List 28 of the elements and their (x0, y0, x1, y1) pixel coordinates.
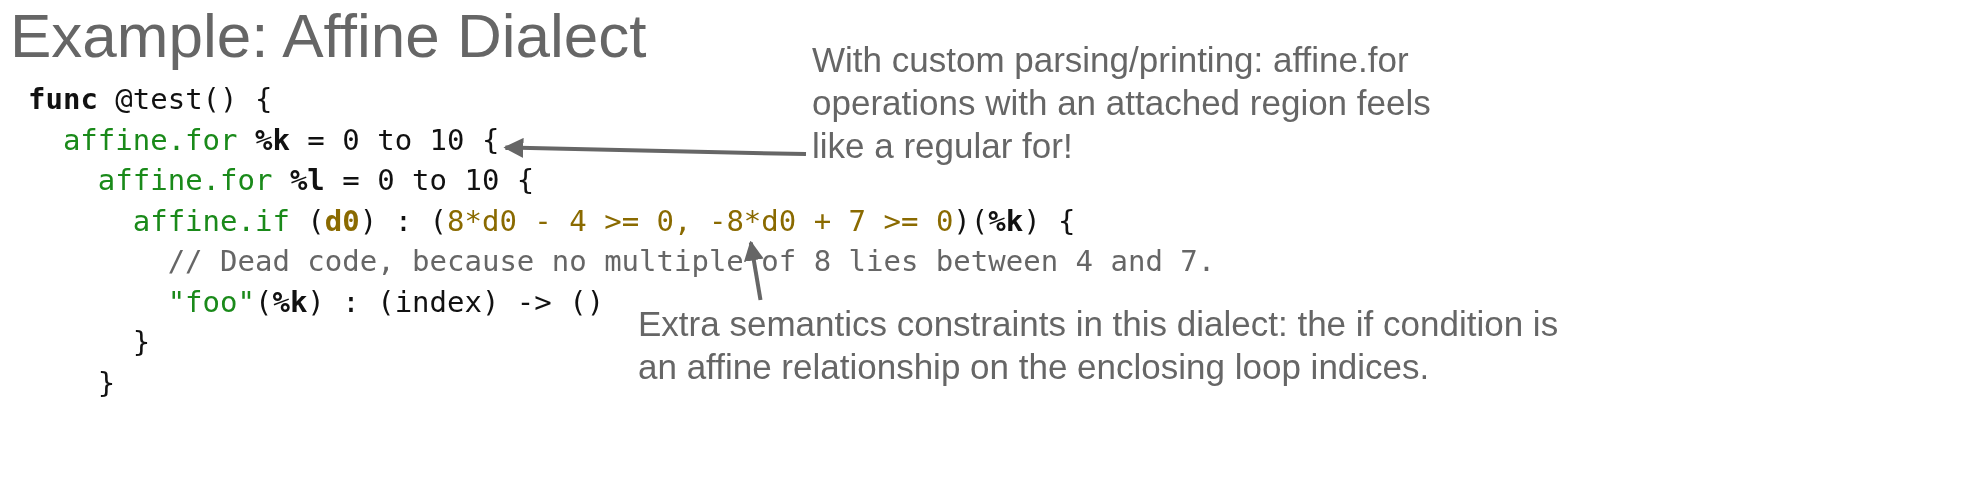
code-token: ) : (index) -> () (307, 283, 605, 321)
slide-title: Example: Affine Dialect (10, 0, 647, 71)
code-token: ) { (1023, 202, 1076, 240)
code-token: affine.for (62, 121, 238, 159)
code-token: = 0 to 10 { (307, 119, 500, 160)
code-token: )( (953, 202, 989, 240)
code-token: ( (307, 202, 325, 240)
code-token: @test() { (115, 81, 273, 118)
callout-text: Extra semantics constraints in this dialect: the if condition is an affine relationship on the enclosing loop indices. (638, 303, 1560, 388)
code-token: %k (988, 202, 1024, 240)
code-token: ( (254, 283, 273, 321)
code-token: = 0 to 10 { (342, 162, 535, 199)
code-token: func (28, 81, 98, 118)
code-token: "foo" (167, 283, 255, 321)
leader-arrow (743, 240, 764, 301)
code-token: 8*d0 - 4 >= 0, -8*d0 + 7 >= 0 (447, 200, 954, 241)
callout-text: With custom parsing/printing: affine.for operations with an attached region feels like a regular for! (812, 39, 1432, 167)
code-token: d0 (324, 202, 360, 240)
code-token: affine.for (97, 162, 273, 199)
code-comment: // Dead code, because no multiple of 8 lies between 4 and 7. (167, 243, 1216, 280)
leader-arrow (503, 137, 807, 158)
code-token: %k (272, 283, 308, 321)
code-token: %l (289, 162, 325, 199)
code-token: %k (254, 121, 290, 159)
code-token: ) : ( (359, 202, 448, 240)
code-token: affine.if (132, 202, 290, 240)
code-token: } (97, 364, 116, 402)
code-token: } (132, 324, 151, 361)
